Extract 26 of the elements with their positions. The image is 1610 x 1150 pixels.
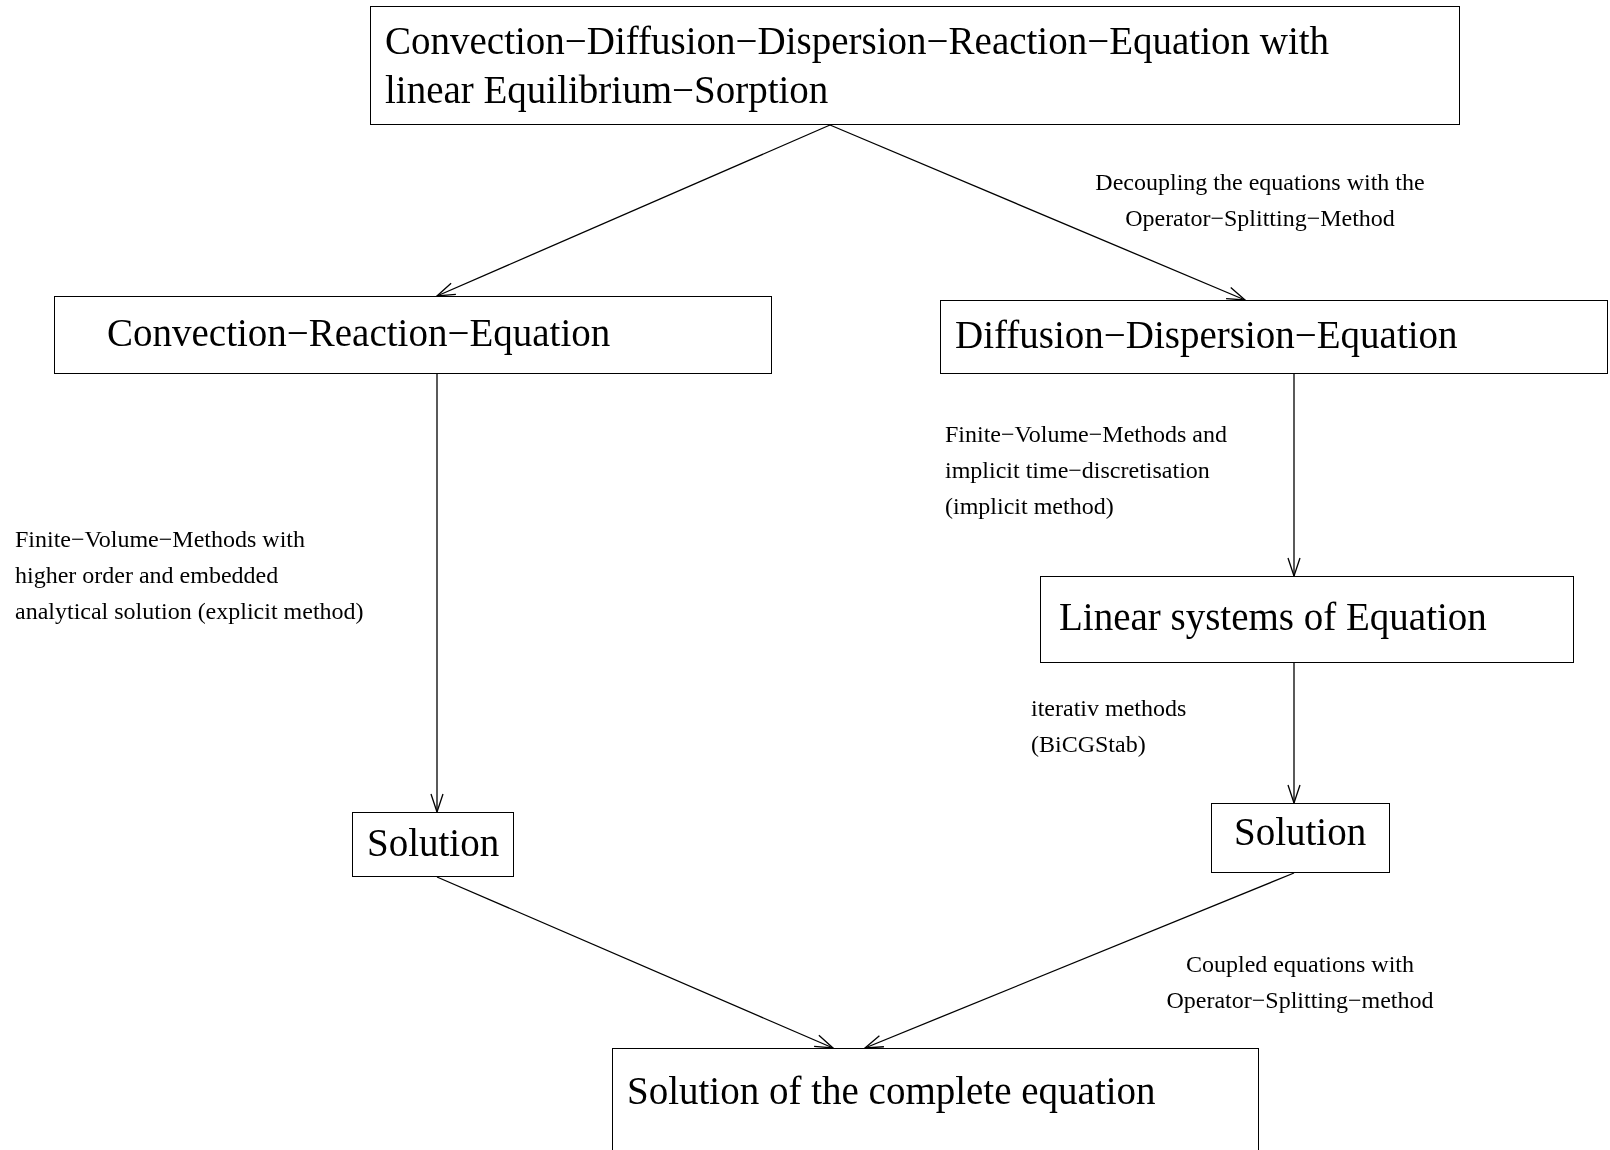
box-label: Solution of the complete equation (627, 1068, 1157, 1115)
box-label: Solution (1234, 809, 1368, 855)
arrow (864, 872, 1295, 1049)
edge-label: Finite−Volume−Methods and implicit time−discretisation (implicit method) (945, 420, 1228, 521)
process-box (612, 1048, 1259, 1150)
arrow (1287, 662, 1301, 804)
process-box (352, 812, 514, 877)
edge-label: Finite−Volume−Methods with higher order and embedded analytical solution (explicit method) (15, 525, 365, 626)
arrow (436, 124, 831, 297)
process-box (1040, 576, 1574, 663)
arrow (436, 876, 834, 1049)
process-box (940, 300, 1608, 374)
box-label: Solution (367, 820, 501, 866)
box-label: Linear systems of Equation (1059, 594, 1488, 641)
arrow (829, 124, 1246, 301)
box-label: Diffusion−Dispersion−Equation (955, 312, 1459, 359)
process-box (370, 6, 1460, 125)
edge-label: Decoupling the equations with the Operator−Splitting−Method (1094, 168, 1426, 233)
process-box (54, 296, 772, 374)
edge-label: iterativ methods (BiCGStab) (1031, 694, 1188, 759)
edge-label: Coupled equations with Operator−Splitting−method (1165, 950, 1435, 1015)
box-label: Convection−Diffusion−Dispersion−Reaction−Equation with linear Equilibrium−Sorption (385, 18, 1330, 114)
process-box (1211, 803, 1390, 873)
arrow (430, 373, 444, 813)
box-label: Convection−Reaction−Equation (107, 310, 612, 357)
arrow (1287, 373, 1301, 577)
